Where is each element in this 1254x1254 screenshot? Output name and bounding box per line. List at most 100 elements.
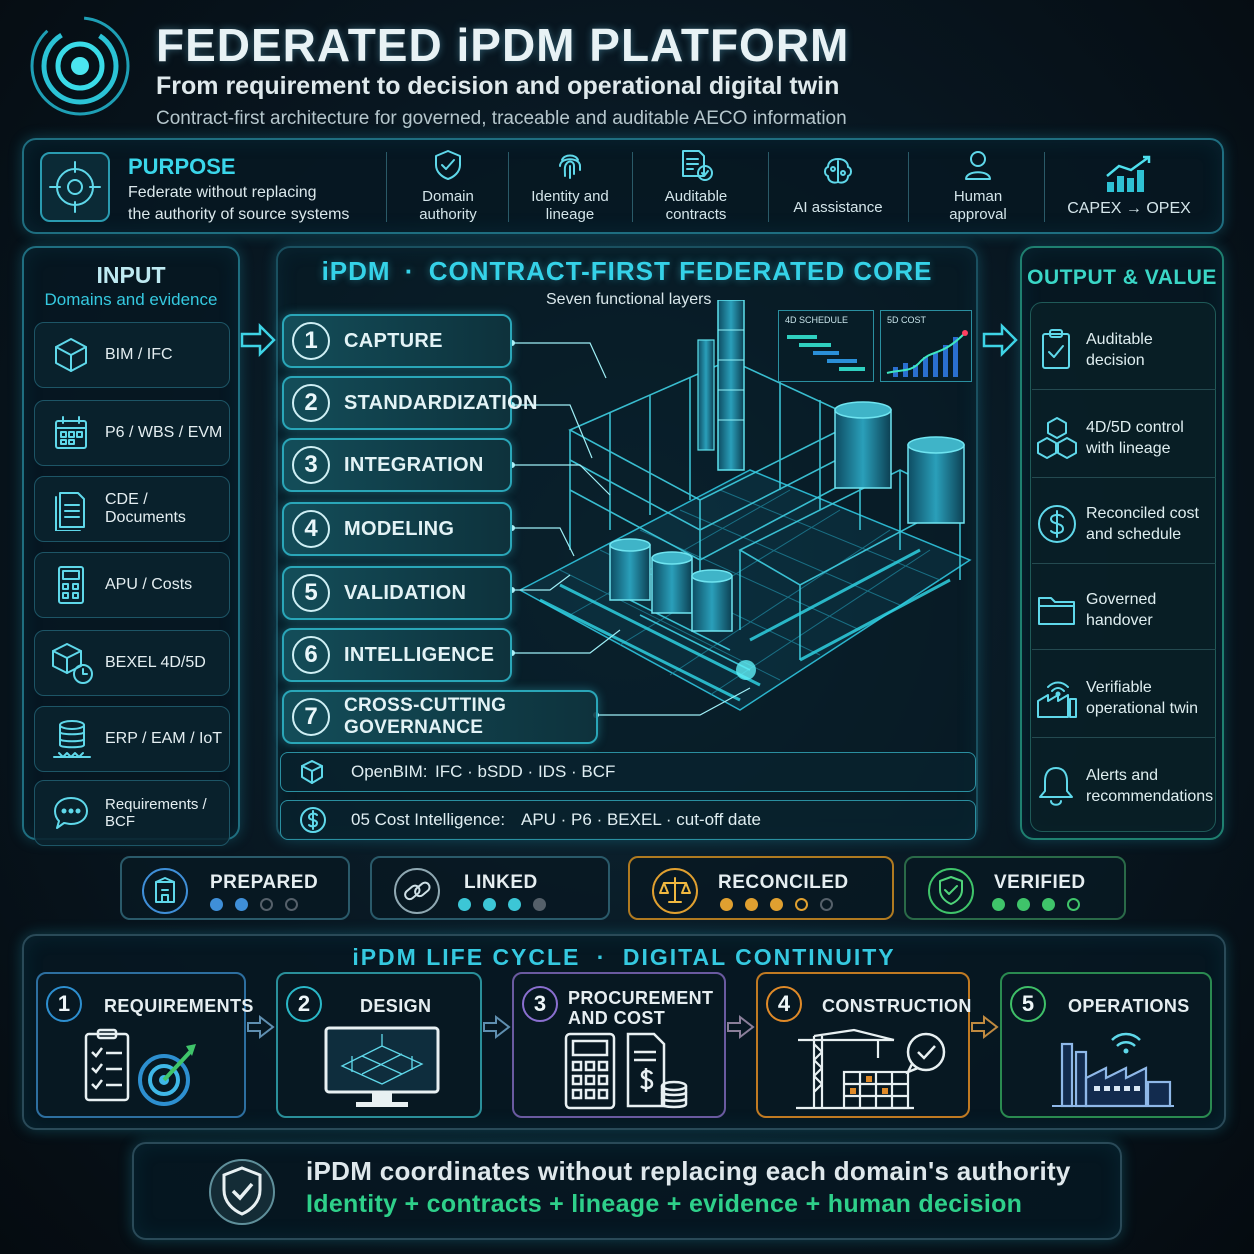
database-icon (53, 720, 91, 758)
stage-number: 4 (766, 986, 802, 1022)
stage-arrow-icon (971, 1014, 999, 1040)
input-item-label: BIM / IFC (105, 346, 173, 363)
scales-icon (652, 868, 698, 914)
stage-operations[interactable]: 5 OPERATIONS (1000, 972, 1212, 1118)
page-tagline: Contract-first architecture for governed… (156, 108, 847, 129)
layer-number: 2 (292, 384, 330, 422)
footer-line2: Identity + contracts + lineage + evidenc… (306, 1190, 1023, 1218)
layer-label: STANDARDIZATION (344, 391, 538, 414)
layer-label: MODELING (344, 517, 455, 540)
lifecycle-title-text: iPDM LIFE CYCLE (352, 944, 581, 970)
core-subtitle: Seven functional layers (546, 291, 712, 308)
layer-number: 5 (292, 574, 330, 612)
core-title-prefix: iPDM (321, 256, 391, 286)
layer-number: 7 (292, 698, 330, 736)
gantt-bars-icon (787, 335, 865, 371)
purpose-item-auditable-contracts: Auditable contracts (634, 140, 758, 232)
purpose-item-ai-assistance: AI assistance (770, 140, 906, 232)
purpose-item-label: Human (953, 188, 1003, 205)
input-item-bim-ifc: BIM / IFC (34, 322, 230, 388)
lifecycle-separator: · (596, 944, 607, 970)
cost-intelligence-value: APU · P6 · BEXEL · cut-off date (521, 810, 761, 829)
input-item-label: APU / Costs (105, 576, 193, 593)
layer-label: INTEGRATION (344, 453, 484, 476)
schedule-card-title: 4D SCHEDULE (785, 315, 849, 325)
stage-requirements[interactable]: 1 REQUIREMENTS (36, 972, 253, 1118)
stage-construction[interactable]: 4 CONSTRUCTION (756, 972, 972, 1118)
stage-arrow-icon (483, 1014, 511, 1040)
layer-integration[interactable]: 3 INTEGRATION (282, 438, 512, 492)
purpose-item-label: Identity and (531, 188, 609, 205)
dollar-circle-icon (1038, 504, 1076, 543)
state-reconciled: RECONCILED (628, 856, 894, 920)
input-item-label: P6 / WBS / EVM (105, 424, 223, 441)
layer-standardization[interactable]: 2 STANDARDIZATION (282, 376, 537, 430)
cube-icon (301, 760, 323, 784)
stage-number: 3 (522, 986, 558, 1022)
layer-number: 4 (292, 510, 330, 548)
lifecycle-subtitle: DIGITAL CONTINUITY (622, 944, 896, 970)
layer-validation[interactable]: 5 VALIDATION (282, 566, 512, 620)
purpose-bar: PURPOSE Federate without replacing the a… (22, 138, 1224, 234)
stage-design[interactable]: 2 DESIGN (276, 972, 482, 1118)
layer-number: 3 (292, 446, 330, 484)
bell-icon (1039, 767, 1073, 806)
layer-intelligence[interactable]: 6 INTELLIGENCE (282, 628, 512, 682)
stage-number: 2 (286, 986, 322, 1022)
openbim-strip: OpenBIM: IFC · bSDD · IDS · BCF (280, 752, 976, 792)
purpose-icon-box (40, 152, 110, 222)
stage-label: REQUIREMENTS (104, 996, 254, 1016)
input-title: INPUT (96, 262, 166, 288)
ai-brain-icon (824, 158, 852, 184)
calculator-icon (58, 566, 84, 604)
layer-modeling[interactable]: 4 MODELING (282, 502, 512, 556)
layer-number: 6 (292, 636, 330, 674)
growth-chart-icon (1106, 155, 1151, 192)
input-item-erp: ERP / EAM / IoT (34, 706, 230, 772)
core-title-separator: · (404, 256, 415, 286)
page-title: FEDERATED iPDM PLATFORM (156, 19, 850, 71)
input-panel: INPUT Domains and evidence BIM / IFC P6 … (22, 246, 240, 846)
purpose-item-human-approval: Human approval (910, 140, 1046, 232)
state-progress (992, 898, 1092, 916)
dollar-circle-icon (300, 807, 326, 833)
purpose-item-label: approval (949, 206, 1007, 223)
cost-card-title: 5D COST (887, 315, 927, 325)
layer-label: VALIDATION (344, 581, 467, 604)
crane-icon (796, 1028, 946, 1110)
purpose-item-capex-opex: CAPEX → OPEX (1046, 140, 1212, 232)
output-list (1030, 302, 1216, 832)
stage-label: DESIGN (360, 996, 432, 1016)
input-item-label: Requirements / BCF (105, 796, 207, 830)
stage-label: CONSTRUCTION (822, 996, 972, 1016)
calculator-cost-icon (564, 1032, 688, 1110)
crosshair-icon (49, 161, 101, 213)
fingerprint-icon (559, 154, 581, 179)
layer-number: 1 (292, 322, 330, 360)
state-verified: VERIFIED (904, 856, 1126, 920)
clipboard-check-icon (1042, 328, 1070, 369)
contract-check-icon (682, 150, 713, 181)
shield-check-icon (435, 150, 461, 180)
input-item-requirements: Requirements / BCF (34, 780, 230, 846)
purpose-line1: Federate without replacing (128, 184, 317, 201)
calendar-icon (55, 416, 87, 449)
cost-card: 5D COST (880, 310, 972, 382)
shield-check-icon (209, 1159, 275, 1225)
purpose-item-label: CAPEX → OPEX (1067, 200, 1191, 217)
stage-label: OPERATIONS (1068, 996, 1190, 1016)
footer-line1: iPDM coordinates without replacing each … (306, 1156, 1071, 1186)
openbim-label: OpenBIM: (351, 762, 428, 781)
logo (28, 14, 132, 118)
layer-label: INTELLIGENCE (344, 643, 495, 666)
